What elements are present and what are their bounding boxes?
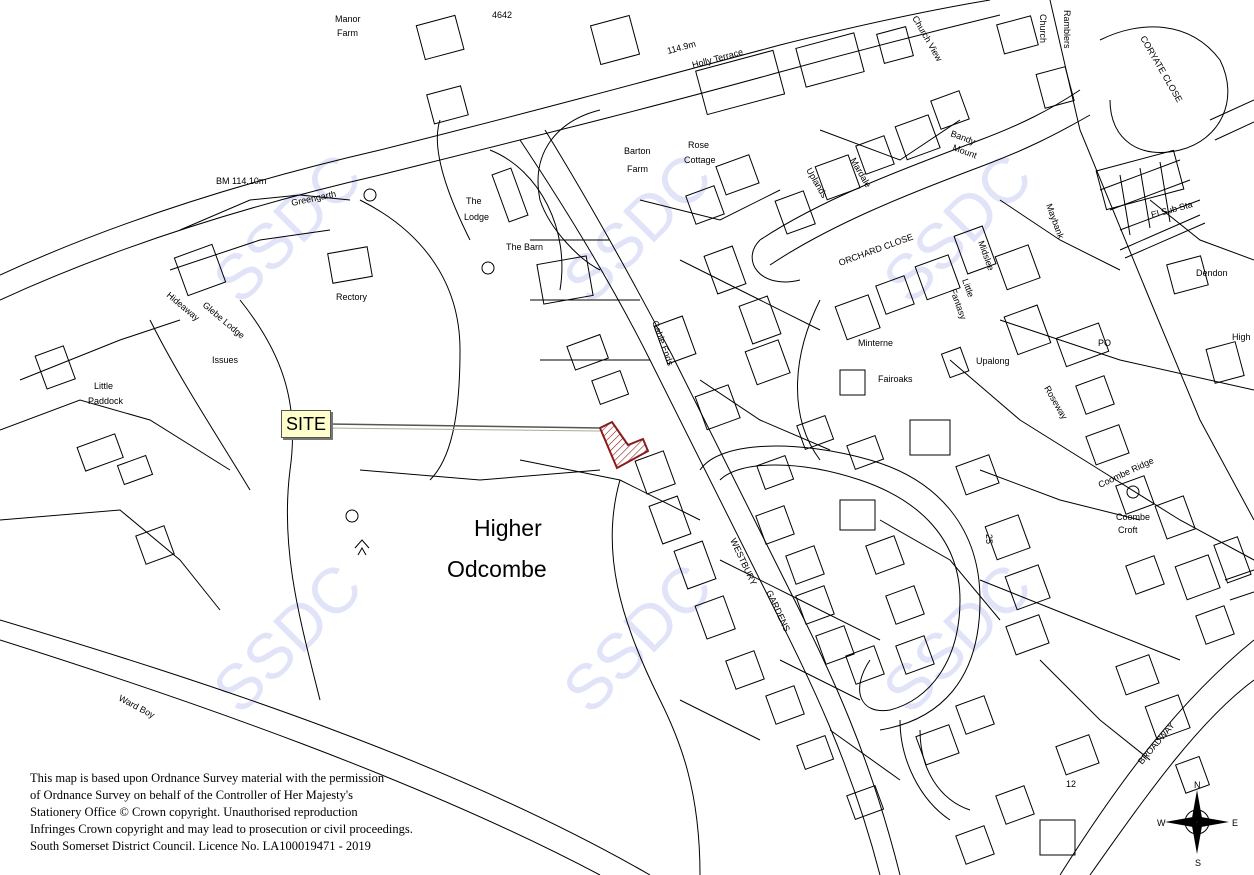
label-ramblers: Ramblers xyxy=(1062,10,1072,49)
road-cul-de-sac xyxy=(719,464,961,712)
label-fairoaks: Fairoaks xyxy=(878,374,913,384)
label-benchmark: BM 114.10m xyxy=(216,176,266,186)
label-manor: Manor xyxy=(335,14,361,24)
copyright-line-1: This map is based upon Ordnance Survey m… xyxy=(30,771,385,785)
label-rectory: Rectory xyxy=(336,292,368,302)
road-coryate-close xyxy=(1099,26,1229,154)
label-barton-farm: Farm xyxy=(627,164,648,174)
label-barton: Barton xyxy=(624,146,651,156)
label-coombe: Coombe xyxy=(1116,512,1150,522)
site-marker[interactable] xyxy=(598,420,650,470)
label-minterne: Minterne xyxy=(858,338,893,348)
road-ward-boy xyxy=(0,619,651,875)
copyright-line-3: Stationery Office © Crown copyright. Una… xyxy=(30,805,358,819)
copyright-line-5: South Somerset District Council. Licence… xyxy=(30,839,371,853)
label-po: PO xyxy=(1098,338,1111,348)
site-leader-line xyxy=(328,423,601,429)
label-farm: Farm xyxy=(337,28,358,38)
village-name-line1: Higher xyxy=(474,515,542,541)
label-lodge: Lodge xyxy=(464,212,489,222)
copyright-notice: This map is based upon Ordnance Survey m… xyxy=(30,770,500,855)
label-rose: Rose xyxy=(688,140,709,150)
terrace-grid xyxy=(1099,99,1254,601)
village-name: Higher Odcombe xyxy=(447,515,547,582)
label-house-12: 12 xyxy=(1066,779,1076,789)
compass-s: S xyxy=(1195,858,1201,868)
compass-n: N xyxy=(1194,780,1201,790)
label-high: High xyxy=(1232,332,1251,342)
tree-symbols xyxy=(345,188,1140,556)
village-name-line2: Odcombe xyxy=(447,556,547,582)
compass-w: W xyxy=(1157,818,1166,828)
label-grid-ref: 4642 xyxy=(492,10,512,20)
label-issues: Issues xyxy=(212,355,239,365)
label-the-barn: The Barn xyxy=(506,242,543,252)
label-church: Church xyxy=(1038,14,1048,43)
tree-icon xyxy=(354,539,370,556)
tree-icon xyxy=(1126,485,1140,499)
road-holly-terrace xyxy=(0,0,991,276)
label-little: Little xyxy=(94,381,113,391)
compass-rose: N E S W xyxy=(1157,780,1238,868)
label-house-25: 25 xyxy=(984,534,994,544)
tree-icon xyxy=(363,188,377,202)
site-label[interactable]: SITE xyxy=(281,410,331,438)
label-croft: Croft xyxy=(1118,525,1138,535)
tree-icon xyxy=(481,261,495,275)
compass-e: E xyxy=(1232,818,1238,828)
copyright-line-2: of Ordnance Survey on behalf of the Cont… xyxy=(30,788,353,802)
copyright-line-4: Infringes Crown copyright and may lead t… xyxy=(30,822,413,836)
buildings xyxy=(34,14,1252,865)
road-broadway xyxy=(1059,639,1254,875)
label-upalong: Upalong xyxy=(976,356,1010,366)
label-cottage: Cottage xyxy=(684,155,716,165)
label-dendon: Dendon xyxy=(1196,268,1228,278)
label-the: The xyxy=(466,196,482,206)
tree-icon xyxy=(345,509,359,523)
label-paddock: Paddock xyxy=(88,396,124,406)
